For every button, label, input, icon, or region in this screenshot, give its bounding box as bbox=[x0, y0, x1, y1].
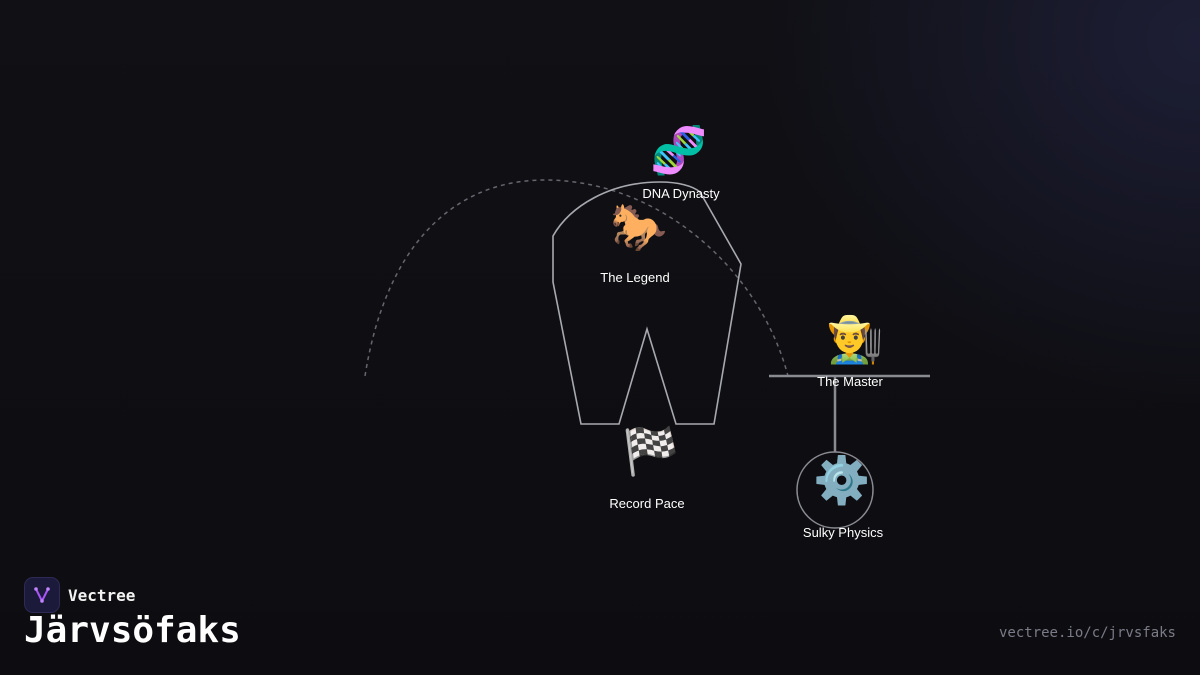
dna-icon: 🧬 bbox=[650, 123, 708, 177]
physics-circle bbox=[796, 451, 874, 529]
gear-icon: ⚙️ bbox=[813, 453, 871, 507]
brand[interactable]: Vectree bbox=[24, 577, 135, 613]
vectree-logo-icon bbox=[24, 577, 60, 613]
brand-name: Vectree bbox=[68, 585, 136, 605]
legend-outline bbox=[552, 181, 742, 425]
node-label-physics: Sulky Physics bbox=[802, 525, 884, 540]
horse-icon: 🐎 bbox=[610, 200, 668, 254]
checkered-flag-icon: 🏁 bbox=[622, 424, 680, 478]
farmer-icon: 👨‍🌾 bbox=[826, 312, 884, 366]
node-label-record: Record Pace bbox=[609, 496, 685, 511]
page-title: Järvsöfaks bbox=[24, 610, 241, 651]
node-label-master: The Master bbox=[817, 374, 883, 389]
node-label-dna: DNA Dynasty bbox=[642, 186, 720, 201]
page-url[interactable]: vectree.io/c/jrvsfaks bbox=[998, 625, 1176, 641]
node-label-legend: The Legend bbox=[600, 270, 670, 285]
